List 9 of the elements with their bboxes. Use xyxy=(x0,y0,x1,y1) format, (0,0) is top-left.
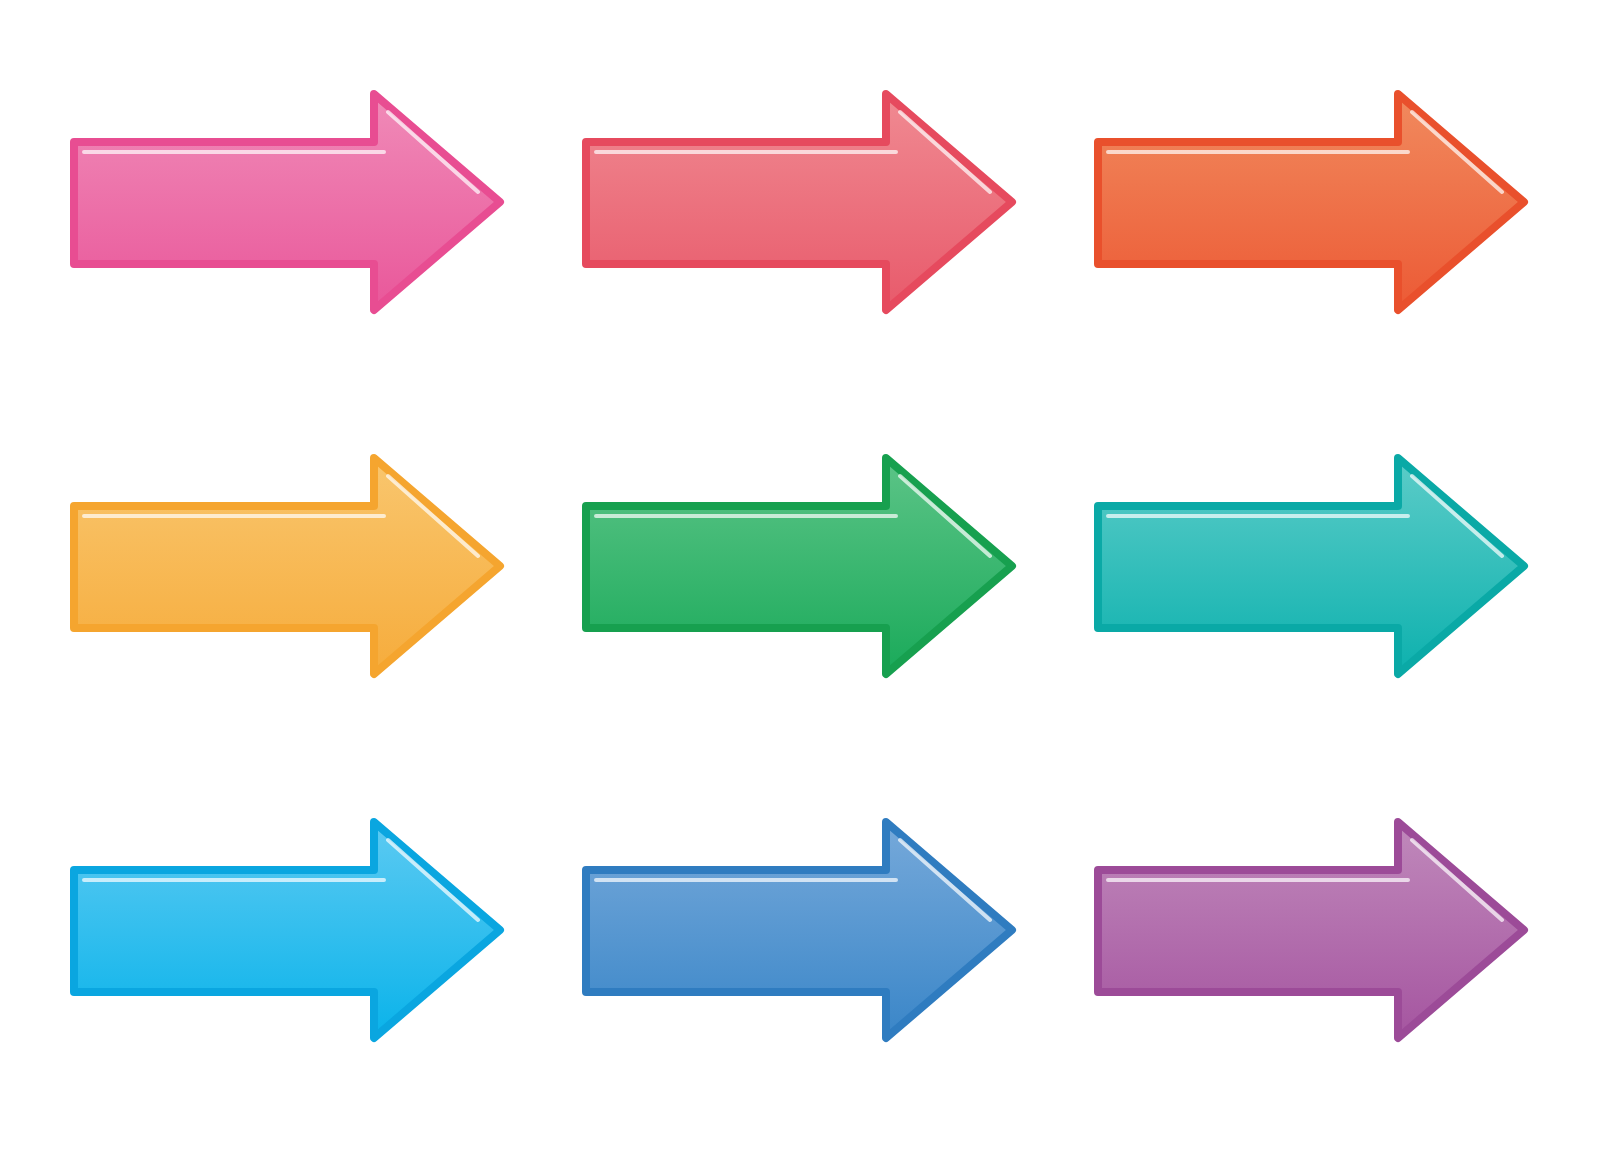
arrow-icon xyxy=(1092,452,1532,684)
arrow-icon xyxy=(68,88,508,320)
arrow-icon xyxy=(1092,816,1532,1048)
arrow-icon xyxy=(68,816,508,1048)
arrow-icon xyxy=(580,452,1020,684)
arrow-icon xyxy=(68,452,508,684)
arrow-icon xyxy=(580,816,1020,1048)
arrow-icon xyxy=(580,88,1020,320)
arrow-icon xyxy=(1092,88,1532,320)
